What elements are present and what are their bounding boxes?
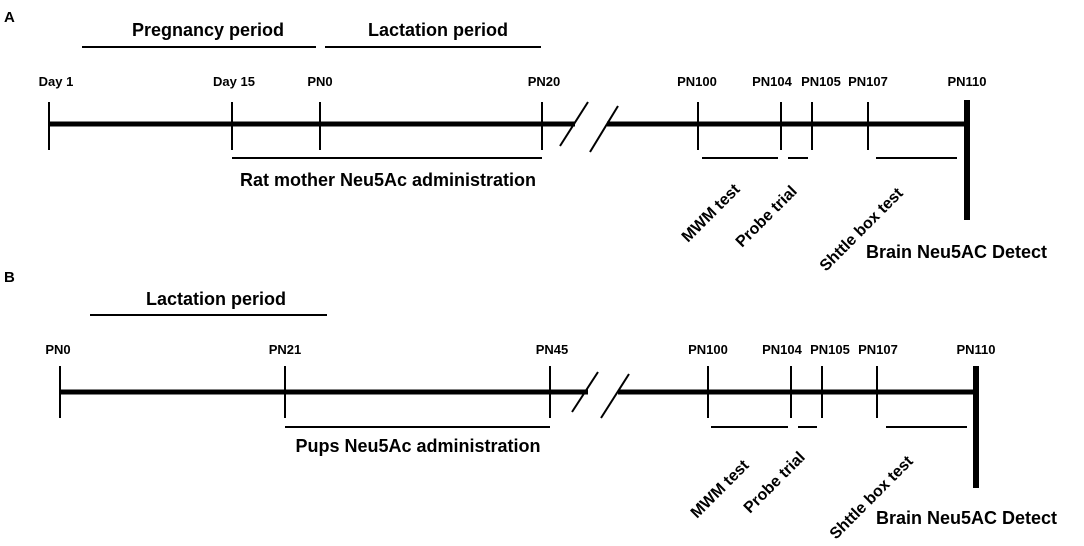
tick-label: PN0 xyxy=(45,342,70,357)
axis-break-mark xyxy=(600,373,630,419)
tick-label: PN21 xyxy=(269,342,302,357)
brain-detect-label: Brain Neu5AC Detect xyxy=(876,508,1057,528)
probe-trial-label: Probe trial xyxy=(741,449,809,517)
brain-detect-label: Brain Neu5AC Detect xyxy=(866,242,1047,262)
panel-a: A Pregnancy period Lactation period Day … xyxy=(4,9,1047,275)
axis-break-mark xyxy=(589,105,619,153)
tick-label: PN110 xyxy=(956,342,995,357)
tick-label: Day 1 xyxy=(39,74,74,89)
administration-label: Pups Neu5Ac administration xyxy=(295,436,540,456)
panel-b: B Lactation period PN0 PN21 PN45 PN100 P… xyxy=(4,269,1057,543)
axis-break-mark xyxy=(559,101,589,147)
tick-label: PN0 xyxy=(307,74,332,89)
lactation-period-label: Lactation period xyxy=(146,289,286,309)
lactation-period-label: Lactation period xyxy=(368,20,508,40)
tick-label: PN45 xyxy=(536,342,569,357)
pregnancy-period-label: Pregnancy period xyxy=(132,20,284,40)
tick-label: PN105 xyxy=(801,74,841,89)
tick-label: PN104 xyxy=(752,74,793,89)
tick-label: Day 15 xyxy=(213,74,255,89)
mwm-test-label: MWM test xyxy=(688,457,753,522)
panel-b-label: B xyxy=(4,269,15,286)
tick-label: PN110 xyxy=(947,74,986,89)
panel-a-label: A xyxy=(4,9,15,26)
shuttle-box-test-label: Shttle box test xyxy=(827,452,917,542)
tick-label: PN105 xyxy=(810,342,850,357)
tick-label: PN20 xyxy=(528,74,561,89)
administration-label: Rat mother Neu5Ac administration xyxy=(240,170,536,190)
tick-label: PN104 xyxy=(762,342,803,357)
tick-label: PN100 xyxy=(677,74,717,89)
axis-break-mark xyxy=(571,371,599,413)
tick-label: PN107 xyxy=(858,342,898,357)
tick-label: PN100 xyxy=(688,342,728,357)
tick-label: PN107 xyxy=(848,74,888,89)
